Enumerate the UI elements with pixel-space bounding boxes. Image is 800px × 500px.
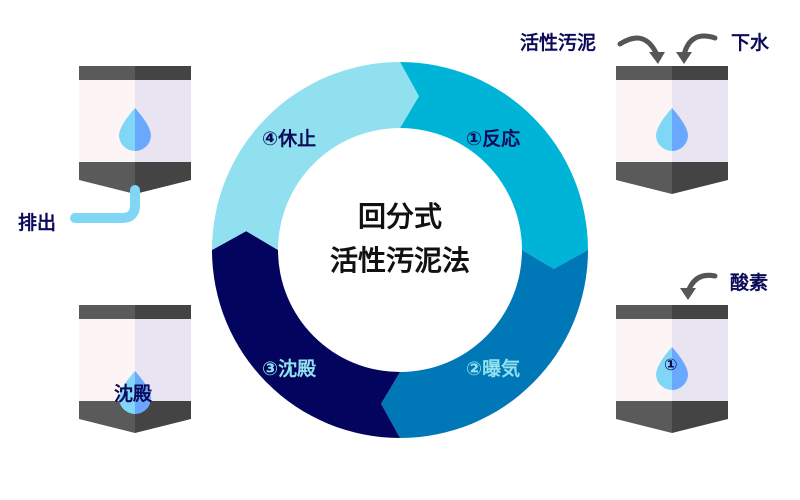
discharge-pipe <box>70 185 140 223</box>
cycle-label-idle: ④休止 <box>262 128 317 150</box>
water-drop-icon <box>656 108 688 152</box>
cycle-segment-settling <box>212 231 400 438</box>
input-label-sludge: 活性汚泥 <box>520 32 597 54</box>
title-line2: 活性汚泥法 <box>329 244 470 277</box>
cycle-label-aeration: ②曝気 <box>466 358 521 380</box>
diagram-title: 回分式 活性汚泥法 <box>300 195 500 283</box>
settling-tank-label: 沈殿 <box>114 383 153 405</box>
arrow-sewage-in-icon <box>681 33 718 58</box>
cycle-label-settling: ③沈殿 <box>262 358 317 380</box>
water-drop-icon <box>119 108 151 152</box>
tank-reaction <box>616 66 728 194</box>
cycle-segment-aeration <box>381 250 588 438</box>
cycle-segment-idle <box>212 62 419 250</box>
water-drop-icon <box>656 347 688 391</box>
tank-settling <box>79 305 191 433</box>
arrow-sludge-in-icon <box>617 35 660 58</box>
cycle-segment-reaction <box>400 62 588 269</box>
input-label-sewage: 下水 <box>731 32 770 54</box>
cycle-label-reaction: ①反応 <box>466 128 521 150</box>
tank-idle <box>79 66 191 194</box>
cycle-ring <box>212 62 588 438</box>
aeration-drop-label: ① <box>664 355 678 374</box>
water-drop-icon <box>119 371 151 415</box>
title-line1: 回分式 <box>357 200 442 233</box>
output-label-discharge: 排出 <box>18 212 57 234</box>
tank-aeration <box>616 305 728 433</box>
input-label-oxygen: 酸素 <box>730 272 769 294</box>
